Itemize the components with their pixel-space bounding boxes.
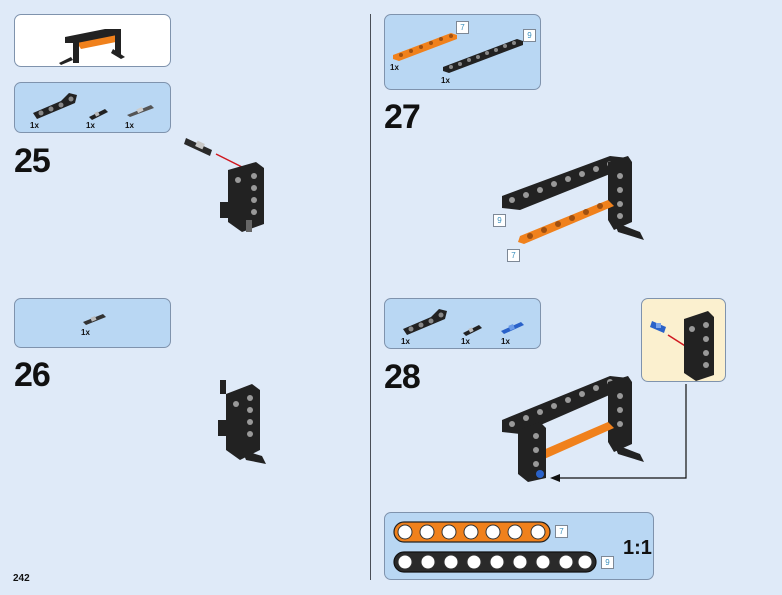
black-beam-scale-image	[393, 551, 597, 573]
part-qty: 1x	[390, 63, 399, 72]
parts-list-26: 1x	[14, 298, 171, 348]
parts-list-25: 1x 1x 1x	[14, 82, 171, 133]
beam-length-label: 9	[523, 29, 536, 42]
orange-beam-scale-image	[393, 521, 551, 543]
scale-reference-panel: 7 9 1:1	[384, 512, 654, 580]
step-number-26: 26	[14, 356, 51, 394]
connector-pin-icon	[83, 314, 106, 325]
axle-pin-icon	[463, 325, 482, 336]
beam-length-label: 9	[601, 556, 614, 569]
step-number-28: 28	[384, 358, 421, 396]
parts-list-27: 7 1x 9 1x	[384, 14, 541, 90]
liftarm-part-icon	[33, 93, 77, 119]
callout-illustration	[650, 311, 714, 381]
part-qty: 1x	[81, 328, 90, 337]
part-qty: 1x	[501, 337, 510, 346]
beam-length-label: 7	[555, 525, 568, 538]
part-qty: 1x	[86, 121, 95, 130]
callout-box	[641, 298, 726, 382]
part-qty: 1x	[30, 121, 39, 130]
scale-label: 1:1	[623, 537, 652, 559]
step-25-illustration	[184, 138, 264, 232]
beam-length-label: 9	[493, 214, 506, 227]
column-divider	[370, 14, 371, 580]
orange-beam-icon	[393, 33, 457, 61]
step-28-illustration	[502, 376, 687, 482]
assembly-preview-panel	[14, 14, 171, 67]
beam-length-label: 7	[456, 21, 469, 34]
step-26-illustration	[218, 380, 266, 464]
part-qty: 1x	[125, 121, 134, 130]
beam-length-label: 7	[507, 249, 520, 262]
assembly-preview-image	[59, 29, 125, 65]
axle-pin-icon	[89, 109, 108, 120]
part-qty: 1x	[461, 337, 470, 346]
step-number-25: 25	[14, 142, 51, 180]
step-number-27: 27	[384, 98, 421, 136]
connector-pin-icon	[127, 105, 154, 117]
part-qty: 1x	[401, 337, 410, 346]
blue-pin-icon	[501, 322, 524, 334]
page-number: 242	[13, 573, 30, 584]
step-27-illustration	[502, 156, 644, 244]
parts-list-28: 1x 1x 1x	[384, 298, 541, 349]
black-beam-icon	[443, 39, 523, 73]
part-qty: 1x	[441, 76, 450, 85]
liftarm-part-icon	[403, 309, 447, 335]
